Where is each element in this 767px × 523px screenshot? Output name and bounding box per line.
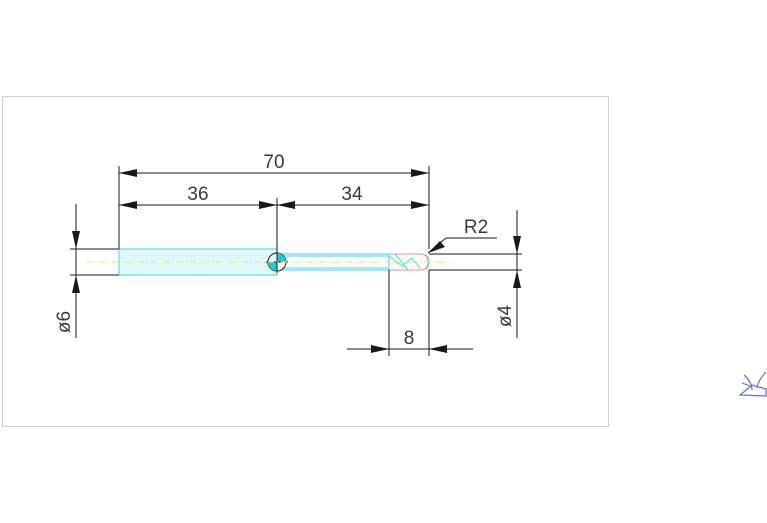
dim-shank-length: 36 xyxy=(187,184,208,205)
arrow-tip-right xyxy=(429,345,447,353)
dim-neck-length: 34 xyxy=(341,184,363,205)
dim-shank-diameter: ø6 xyxy=(54,311,75,333)
arrow-dia6-bottom xyxy=(72,275,80,293)
dim-tip-radius: R2 xyxy=(464,217,488,238)
arrow-dia4-top xyxy=(513,236,521,254)
3d-view-icon[interactable] xyxy=(738,371,767,397)
shank-body xyxy=(118,248,278,276)
dim-tip-length: 8 xyxy=(404,328,415,349)
tool-geometry xyxy=(86,248,452,276)
dim-tip-diameter: ø4 xyxy=(495,304,516,327)
transition-marker-q3 xyxy=(268,262,277,271)
arrow-dia4-bottom xyxy=(513,270,521,288)
dim-overall-length: 70 xyxy=(263,152,284,173)
arrow-neck-left xyxy=(277,201,295,209)
arrow-neck-right xyxy=(411,201,429,209)
arrow-tip-left xyxy=(371,345,389,353)
dimensions: 70 36 34 R2 ø6 xyxy=(54,152,522,356)
arrow-shank-left xyxy=(119,201,137,209)
transition-marker-q1 xyxy=(277,253,286,262)
arrow-overall-right xyxy=(411,169,429,177)
arrow-overall-left xyxy=(119,169,137,177)
arrow-shank-right xyxy=(259,201,277,209)
arrow-radius xyxy=(428,241,445,253)
arrow-dia6-top xyxy=(72,231,80,249)
